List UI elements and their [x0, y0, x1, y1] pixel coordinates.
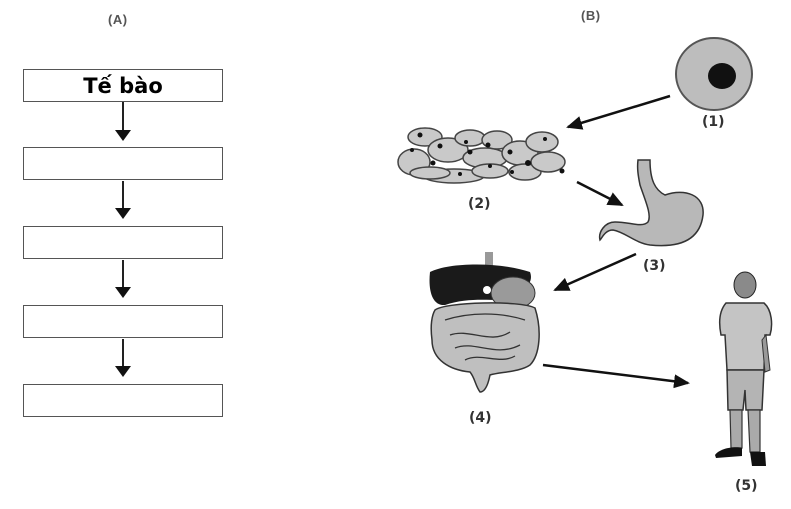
digestive-system-illustration: [429, 252, 540, 393]
human-illustration: [715, 271, 773, 466]
label-5-organism: (5): [735, 478, 758, 494]
cell-illustration: [675, 37, 753, 111]
label-2-tissue: (2): [468, 196, 491, 212]
panel-b-label: (B): [581, 8, 601, 23]
label-1-cell: (1): [702, 114, 725, 130]
flow-arrow-4: [115, 339, 131, 377]
label-3-organ: (3): [643, 258, 666, 274]
arrow-4-to-5: [542, 363, 690, 389]
arrow-2-to-3: [576, 180, 624, 207]
arrow-1-to-2: [566, 94, 671, 130]
label-4-organ-system: (4): [469, 410, 492, 426]
panel-a-label: (A): [108, 12, 128, 27]
flow-arrow-2: [115, 181, 131, 219]
tissue-illustration: [397, 127, 566, 184]
stomach-illustration: [598, 159, 704, 247]
flow-box-3[interactable]: [23, 226, 223, 259]
flow-box-2[interactable]: [23, 147, 223, 180]
flow-arrow-3: [115, 260, 131, 298]
flow-box-5[interactable]: [23, 384, 223, 417]
flow-arrow-1: [115, 102, 131, 141]
arrow-3-to-4: [553, 252, 637, 292]
flow-box-4[interactable]: [23, 305, 223, 338]
flow-box-1[interactable]: Tế bào: [23, 69, 223, 102]
